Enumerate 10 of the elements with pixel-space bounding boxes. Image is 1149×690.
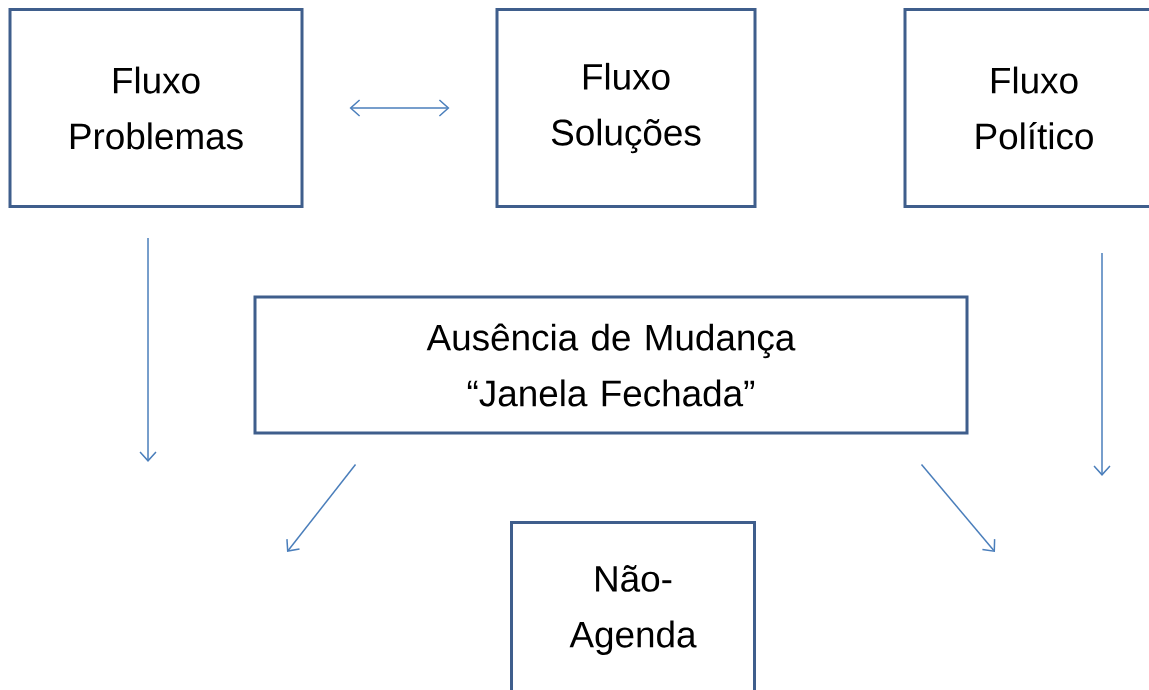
arrow bbox=[349, 99, 450, 117]
process-box: Ausência de Mudança “Janela Fechada” bbox=[253, 295, 969, 435]
arrow bbox=[920, 463, 996, 552]
process-box: Fluxo Soluções bbox=[495, 8, 757, 208]
process-box: Fluxo Problemas bbox=[8, 8, 304, 208]
process-box: Fluxo Político bbox=[903, 8, 1149, 208]
arrow bbox=[286, 463, 357, 552]
arrow bbox=[1093, 252, 1111, 476]
arrow bbox=[139, 237, 157, 462]
process-box: Não-Agenda bbox=[510, 521, 756, 690]
